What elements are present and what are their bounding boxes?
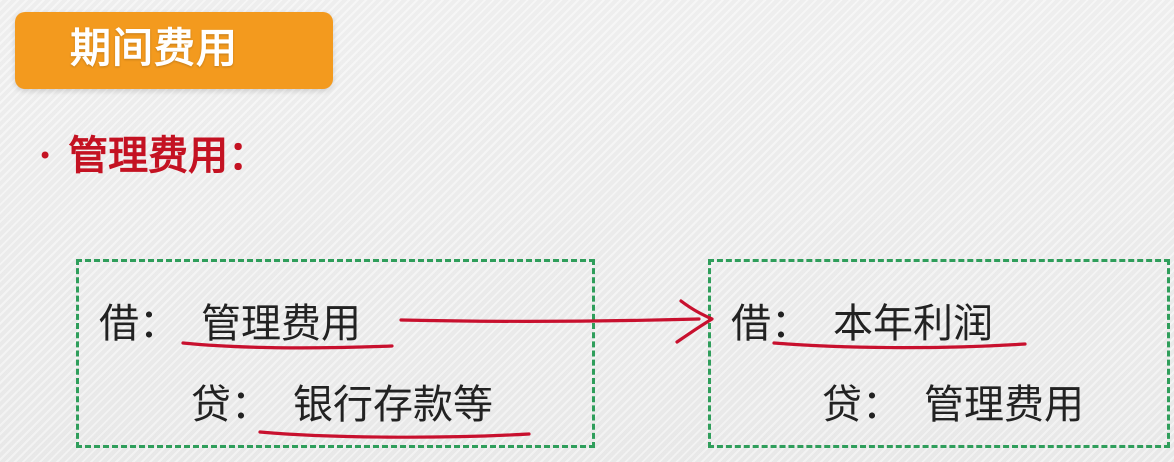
right-credit-account: 管理费用 xyxy=(924,382,1084,428)
left-debit-line: 借： 管理费用 xyxy=(99,304,361,344)
bullet-text: 管理费用： xyxy=(68,133,269,179)
left-credit-account: 银行存款等 xyxy=(293,382,493,428)
bullet-dot-icon: • xyxy=(38,142,53,170)
title-banner xyxy=(15,12,333,89)
right-debit-label: 借： xyxy=(731,301,811,347)
left-credit-line: 贷： 银行存款等 xyxy=(191,385,493,425)
left-journal-entry-box xyxy=(76,259,595,448)
right-credit-line: 贷： 管理费用 xyxy=(822,385,1084,425)
right-journal-entry-box xyxy=(708,259,1170,448)
left-debit-account: 管理费用 xyxy=(201,301,361,347)
right-credit-label: 贷： xyxy=(822,382,902,428)
left-debit-label: 借： xyxy=(99,301,179,347)
slide-title: 期间费用 xyxy=(70,24,238,72)
left-credit-label: 贷： xyxy=(191,382,271,428)
bullet-line: • 管理费用： xyxy=(38,136,268,176)
right-debit-account: 本年利润 xyxy=(833,301,993,347)
right-debit-line: 借： 本年利润 xyxy=(731,304,993,344)
